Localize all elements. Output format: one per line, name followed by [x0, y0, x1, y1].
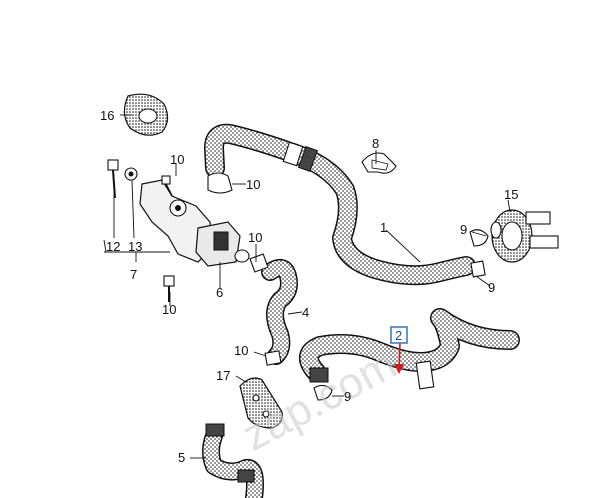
hose-5 [202, 423, 264, 498]
callout-10-top[interactable]: 10 [246, 177, 260, 192]
hose-2 [299, 308, 520, 401]
callout-1[interactable]: 1 [380, 220, 387, 235]
callout-12[interactable]: 12 [106, 239, 120, 254]
leader-lines [103, 114, 511, 459]
callout-7[interactable]: 7 [130, 267, 137, 282]
callout-6[interactable]: 6 [216, 285, 223, 300]
callout-8[interactable]: 8 [372, 136, 379, 151]
callout-15[interactable]: 15 [504, 187, 518, 202]
callout-16[interactable]: 16 [100, 108, 114, 123]
callout-9-upper[interactable]: 9 [460, 222, 467, 237]
callout-4[interactable]: 4 [302, 305, 309, 320]
callout-9-low[interactable]: 9 [344, 389, 351, 404]
part-17-gasket [239, 377, 283, 429]
clamp-9-upper [469, 229, 489, 278]
part-16-cap [123, 93, 169, 136]
hose-4 [249, 253, 298, 366]
callout-14[interactable]: 10 [170, 152, 184, 167]
hose-1 [204, 123, 476, 286]
callout-5[interactable]: 5 [178, 450, 185, 465]
part-8-clip [361, 152, 397, 174]
bracket-assembly [107, 159, 250, 302]
callout-2-box [390, 326, 408, 344]
callout-2[interactable]: 2 [395, 328, 402, 343]
callouts: 16 10 8 10 15 1 9 10 12 13 7 9 6 10 4 2 … [100, 108, 518, 465]
highlight-arrow [394, 341, 404, 374]
callout-11[interactable]: 10 [162, 302, 176, 317]
callout-17[interactable]: 17 [216, 368, 230, 383]
callout-10-low[interactable]: 10 [234, 343, 248, 358]
callout-9-mid[interactable]: 9 [488, 280, 495, 295]
callout-13[interactable]: 13 [128, 239, 142, 254]
callout-10-mid[interactable]: 10 [248, 230, 262, 245]
part-15-flange [490, 209, 559, 263]
